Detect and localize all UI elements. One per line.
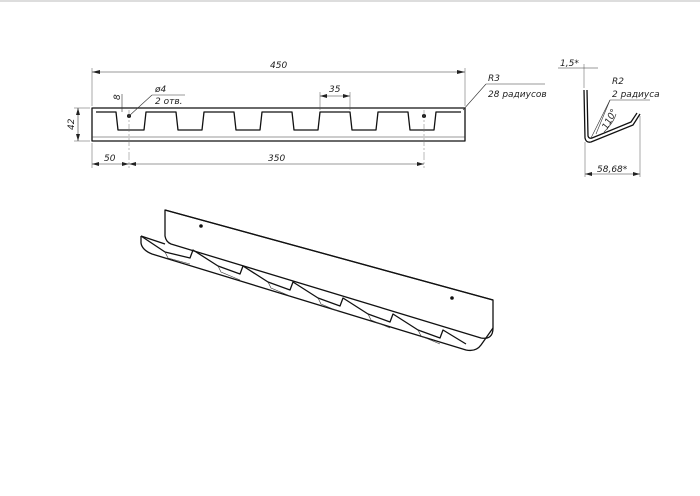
iso-back-wall-top bbox=[164, 209, 494, 301]
section-width: 58,68* bbox=[597, 165, 628, 175]
dim-overall-length: 450 bbox=[270, 61, 287, 71]
dim-hole-spacing: 350 bbox=[268, 154, 285, 164]
dim-left-offset: 50 bbox=[104, 154, 116, 164]
arrow-42-bottom bbox=[76, 134, 80, 141]
hole-leader-line bbox=[128, 94, 153, 117]
section-angle-top: 1,5* bbox=[560, 59, 579, 69]
radius-count-label: 28 радиусов bbox=[488, 90, 547, 100]
arrow-350-right bbox=[417, 162, 424, 166]
hole-diameter-label: ø4 bbox=[154, 85, 167, 95]
arrow-50-right bbox=[122, 162, 129, 166]
section-radius-count: 2 радиуса bbox=[612, 90, 660, 100]
iso-front-wall-slot-bottoms bbox=[164, 251, 441, 345]
radius-label: R3 bbox=[488, 74, 500, 84]
arrow-width-left bbox=[585, 172, 592, 176]
arrow-35-left bbox=[320, 94, 327, 98]
iso-channel-bottom bbox=[140, 236, 494, 352]
arrow-42-top bbox=[76, 108, 80, 115]
arrow-50-left bbox=[92, 162, 99, 166]
bend-angle-arc bbox=[603, 113, 617, 133]
arrow-450-right bbox=[457, 70, 465, 74]
dim-edge-offset: 8 bbox=[113, 94, 123, 100]
section-radius-leader bbox=[595, 99, 611, 135]
front-view-outline bbox=[91, 107, 466, 142]
section-radius-leader-2 bbox=[590, 99, 611, 139]
iso-front-wall-slots bbox=[140, 235, 467, 345]
front-view-slot-profile bbox=[96, 111, 461, 131]
arrow-width-right bbox=[633, 172, 640, 176]
dim-slot-pitch: 35 bbox=[329, 85, 341, 95]
iso-back-wall bbox=[164, 209, 494, 339]
radius-leader-line bbox=[462, 83, 487, 111]
hole-count-label: 2 отв. bbox=[155, 97, 183, 107]
dim-height: 42 bbox=[67, 118, 77, 130]
arrow-450-left bbox=[92, 70, 100, 74]
arrow-35-right bbox=[343, 94, 350, 98]
iso-mounting-hole-left bbox=[199, 224, 203, 228]
section-view: 1,5* R2 2 радиуса 110° 58,68* bbox=[558, 59, 660, 177]
iso-channel-front-edge bbox=[140, 235, 166, 245]
arrow-350-left bbox=[129, 162, 136, 166]
section-profile-inner bbox=[586, 89, 638, 139]
front-view: 450 42 8 ø4 2 отв. 35 R3 28 радиусов bbox=[67, 61, 547, 168]
section-profile bbox=[583, 89, 641, 143]
isometric-view bbox=[140, 209, 494, 352]
section-radius-label: R2 bbox=[612, 77, 624, 87]
iso-mounting-hole-right bbox=[450, 296, 454, 300]
